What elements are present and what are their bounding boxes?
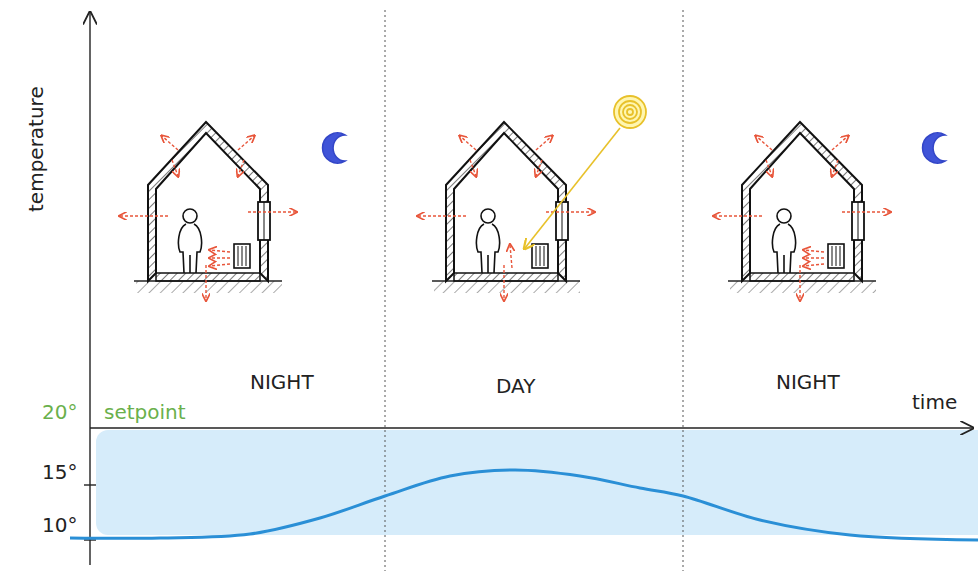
temperature-curve	[70, 470, 978, 540]
axis-value: 20°	[42, 402, 77, 422]
period-label: NIGHT	[250, 372, 314, 392]
house	[120, 122, 296, 300]
x-axis	[90, 427, 973, 428]
divider	[385, 10, 386, 571]
moon	[923, 133, 945, 163]
sun	[525, 96, 646, 248]
moon	[323, 133, 345, 163]
period-label: DAY	[496, 376, 535, 396]
period-label: NIGHT	[776, 372, 840, 392]
axis-value: 15°	[42, 462, 77, 482]
axis-title: temperature	[26, 86, 46, 212]
axis-value: setpoint	[104, 402, 186, 422]
y-axis	[89, 12, 90, 565]
house	[418, 122, 594, 300]
axis-title: time	[912, 392, 957, 412]
comfort-band	[96, 430, 978, 535]
house	[714, 122, 890, 300]
divider	[683, 10, 684, 571]
tick	[84, 484, 96, 485]
axis-value: 10°	[42, 515, 77, 535]
